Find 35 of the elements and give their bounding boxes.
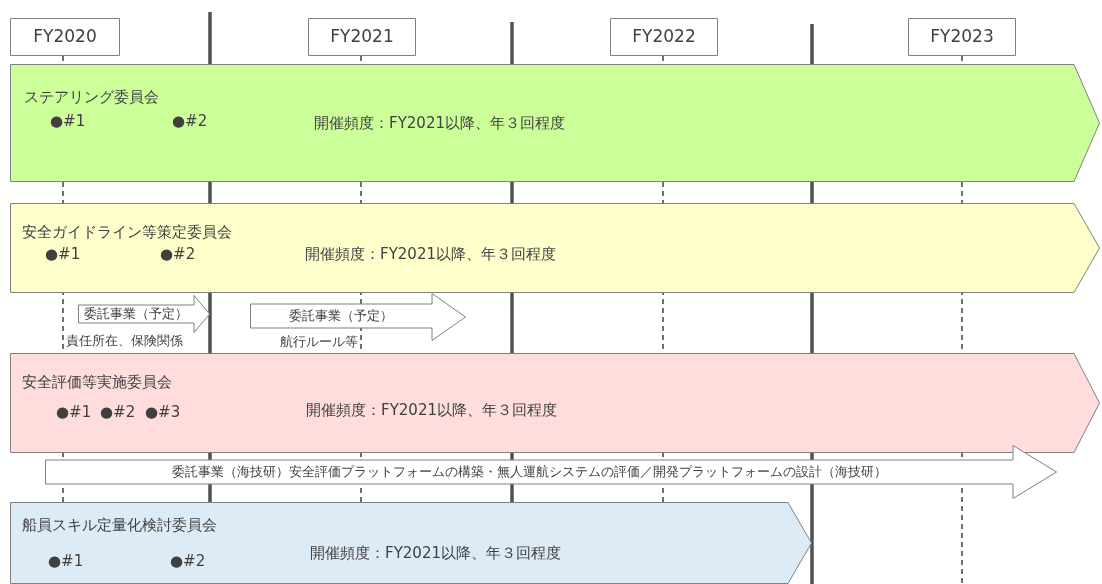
project-label: 委託事業（予定） (288, 306, 394, 325)
meeting-marker: ●#3 (145, 403, 181, 422)
project-topic-text: 航行ルール等 (280, 334, 358, 350)
committee-title: 安全評価等実施委員会 (22, 373, 172, 392)
meeting-frequency-text: 開催頻度：FY2021以降、年３回程度 (305, 245, 556, 264)
meeting-marker: ●#2 (100, 403, 136, 422)
year-label: FY2020 (32, 25, 98, 49)
meeting-frequency-text: 開催頻度：FY2021以降、年３回程度 (306, 401, 557, 420)
year-label-box (308, 18, 416, 56)
committee-banner (10, 64, 1100, 182)
meeting-marker: ●#2 (170, 552, 206, 571)
project-topic-text: 責任所在、保険関係 (66, 333, 183, 349)
meeting-marker: ●#1 (45, 245, 81, 264)
year-label-box (610, 18, 718, 56)
meeting-frequency-text: 開催頻度：FY2021以降、年３回程度 (310, 544, 561, 563)
meeting-marker: ●#1 (50, 112, 86, 131)
year-label: FY2023 (929, 25, 995, 49)
project-label: 委託事業（海技研）安全評価プラットフォームの構築・無人運航システムの評価／開発プラットフォームの設計（海技研） (170, 462, 888, 481)
year-label: FY2022 (631, 25, 697, 49)
project-label: 委託事業（予定） (83, 305, 189, 323)
year-label: FY2021 (329, 25, 395, 49)
meeting-marker: ●#2 (160, 245, 196, 264)
project-banner (45, 445, 1057, 499)
meeting-marker: ●#1 (56, 403, 92, 422)
year-label-box (908, 18, 1016, 56)
year-label-box (10, 18, 120, 56)
committee-banner (10, 203, 1100, 293)
committee-title: 船員スキル定量化検討委員会 (22, 516, 217, 535)
committee-title: ステアリング委員会 (24, 88, 159, 107)
meeting-marker: ●#1 (48, 552, 84, 571)
committee-banner (10, 502, 812, 584)
meeting-marker: ●#2 (172, 112, 208, 131)
committee-banner (10, 353, 1100, 453)
meeting-frequency-text: 開催頻度：FY2021以降、年３回程度 (314, 114, 565, 133)
committee-title: 安全ガイドライン等策定委員会 (22, 223, 232, 242)
